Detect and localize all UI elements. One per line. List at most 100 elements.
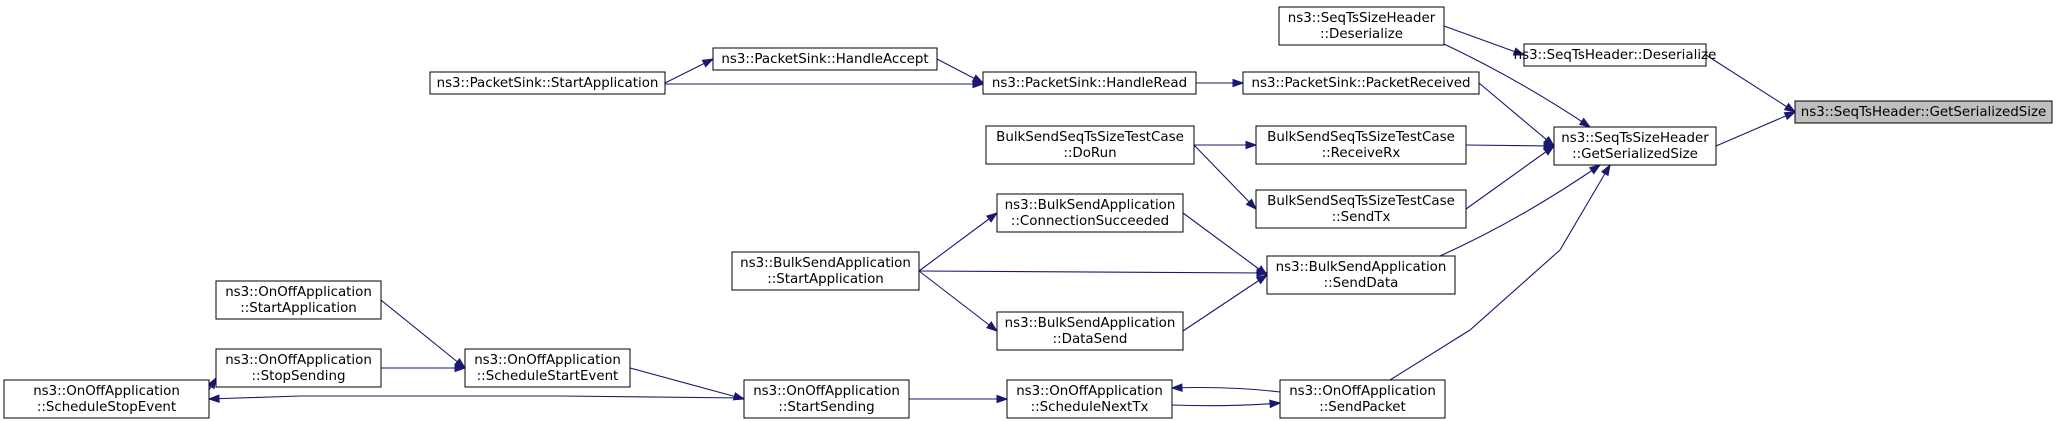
node-packetsink-startapplication[interactable]: ns3::PacketSink::StartApplication <box>429 71 666 95</box>
node-onoffapplication-startsending[interactable]: ns3::OnOffApplication::StartSending <box>743 379 910 419</box>
node-box <box>3 379 210 419</box>
node-label-line: ns3::SeqTsHeader::Deserialize <box>1514 48 1717 63</box>
edge-tc_sendtx-to-seqtssize_getsize <box>1465 145 1556 210</box>
node-label-line: ns3::OnOffApplication <box>225 285 372 300</box>
node-bulksendapplication-connectionsucceeded[interactable]: ns3::BulkSendApplication::ConnectionSucc… <box>996 193 1184 233</box>
edge-line <box>1439 164 1601 257</box>
edge-line <box>1171 402 1281 407</box>
node-label-line: ::StopSending <box>252 369 346 384</box>
edge-oo_schedstop-to-oo_stopsending <box>206 376 217 391</box>
node-box <box>982 71 1197 95</box>
node-packetsink-packetreceived[interactable]: ns3::PacketSink::PacketReceived <box>1242 71 1480 95</box>
edge-line <box>1182 212 1268 276</box>
node-box <box>1523 43 1707 67</box>
node-box <box>996 311 1184 351</box>
node-label-line: ns3::SeqTsHeader::GetSerializedSize <box>1801 105 2046 120</box>
edge-bs_connsucc-to-bs_senddata <box>1182 212 1269 276</box>
node-label-line: ns3::OnOffApplication <box>474 353 621 368</box>
node-onoffapplication-schedulenexttx[interactable]: ns3::OnOffApplication::ScheduleNextTx <box>1006 379 1173 419</box>
edge-line <box>208 395 745 400</box>
node-seqtsheader-getserializedsize[interactable]: ns3::SeqTsHeader::GetSerializedSize <box>1794 100 2053 124</box>
node-box <box>985 125 1195 165</box>
node-bulksendapplication-datasend[interactable]: ns3::BulkSendApplication::DataSend <box>996 311 1184 351</box>
node-box <box>1266 255 1456 295</box>
node-label-line: ns3::BulkSendApplication <box>1276 260 1447 275</box>
edge-oo_schedstart-to-oo_startsending <box>629 367 746 401</box>
node-seqtssizeheader-getserializedsize[interactable]: ns3::SeqTsSizeHeader::GetSerializedSize <box>1553 126 1717 166</box>
node-packetsink-handleaccept[interactable]: ns3::PacketSink::HandleAccept <box>712 47 938 71</box>
node-onoffapplication-schedulestartevent[interactable]: ns3::OnOffApplication::ScheduleStartEven… <box>464 348 631 388</box>
node-label-line: ::SendTx <box>1332 210 1391 225</box>
node-label-line: ns3::PacketSink::PacketReceived <box>1251 76 1470 91</box>
edge-oo_startsending-to-oo_schednext <box>909 394 1009 404</box>
edge-seqts_deser-to-root <box>1705 54 1797 113</box>
arrowhead-icon <box>1255 265 1269 276</box>
edge-line <box>629 367 745 400</box>
edge-tc_dorun-to-tc_receiverx <box>1194 140 1258 150</box>
node-label-line: ns3::PacketSink::StartApplication <box>437 76 659 91</box>
edge-oo_schednext-to-oo_sendpacket <box>1171 399 1282 409</box>
edge-line <box>1443 43 1591 128</box>
node-label-line: ::ConnectionSucceeded <box>1011 214 1169 229</box>
edge-line <box>1705 54 1796 113</box>
arrowhead-icon <box>206 376 217 390</box>
node-box <box>712 47 938 71</box>
node-label-line: ::StartApplication <box>767 272 884 287</box>
node-label-line: ns3::BulkSendApplication <box>1005 316 1176 331</box>
edge-sink_received-to-seqtssize_getsize <box>1478 82 1556 147</box>
arrowhead-icon <box>1512 47 1526 56</box>
node-bulksendseqtssizetestcase-receiverx[interactable]: BulkSendSeqTsSizeTestCase::ReceiveRx <box>1255 125 1467 165</box>
node-bulksendapplication-senddata[interactable]: ns3::BulkSendApplication::SendData <box>1266 255 1456 295</box>
edge-sink_start-to-sink_read <box>665 79 985 89</box>
node-box <box>215 280 382 320</box>
node-onoffapplication-stopsending[interactable]: ns3::OnOffApplication::StopSending <box>215 348 382 388</box>
node-label-line: ::DoRun <box>1063 146 1116 161</box>
node-bulksendseqtssizetestcase-sendtx[interactable]: BulkSendSeqTsSizeTestCase::SendTx <box>1255 189 1467 229</box>
node-label-line: ns3::PacketSink::HandleAccept <box>721 52 928 67</box>
edge-bs_start-to-bs_connsucc <box>918 212 999 272</box>
arrowhead-icon <box>1170 383 1183 392</box>
edge-line <box>380 299 466 369</box>
node-bulksendapplication-startapplication[interactable]: ns3::BulkSendApplication::StartApplicati… <box>731 251 920 291</box>
node-bulksendseqtssizetestcase-dorun[interactable]: BulkSendSeqTsSizeTestCase::DoRun <box>985 125 1195 165</box>
edge-seqtssize_deser-to-seqtssize_getsize <box>1443 43 1592 128</box>
edge-line <box>1715 111 1796 147</box>
node-box <box>1242 71 1480 95</box>
node-seqtsheader-deserialize[interactable]: ns3::SeqTsHeader::Deserialize <box>1514 43 1717 67</box>
arrowhead-icon <box>996 394 1009 404</box>
node-box <box>731 251 920 291</box>
node-label-line: ::DataSend <box>1053 332 1128 347</box>
node-label-line: ::Deserialize <box>1320 27 1403 42</box>
edge-line <box>1193 144 1257 210</box>
edge-line <box>918 270 998 332</box>
edge-tc_dorun-to-tc_sendtx <box>1193 144 1258 211</box>
arrowhead-icon <box>1245 198 1258 211</box>
node-label-line: ::SendData <box>1324 276 1399 291</box>
node-onoffapplication-sendpacket[interactable]: ns3::OnOffApplication::SendPacket <box>1279 379 1446 419</box>
node-onoffapplication-schedulestopevent[interactable]: ns3::OnOffApplication::ScheduleStopEvent <box>3 379 210 419</box>
node-box <box>429 71 666 95</box>
node-packetsink-handleread[interactable]: ns3::PacketSink::HandleRead <box>982 71 1197 95</box>
node-seqtssizeheader-deserialize[interactable]: ns3::SeqTsSizeHeader::Deserialize <box>1278 6 1445 46</box>
edge-bs_start-to-bs_senddata <box>918 268 1269 278</box>
node-label-line: ::StartApplication <box>240 301 357 316</box>
edge-oo_sendpacket-to-seqtssize_getsize <box>1389 163 1611 381</box>
arrowhead-icon <box>1783 111 1797 121</box>
edge-oo_startsending-to-oo_schedstop <box>207 394 745 403</box>
node-label-line: BulkSendSeqTsSizeTestCase <box>1267 194 1455 209</box>
node-label-line: ::StartSending <box>778 400 874 415</box>
edge-line <box>1465 144 1555 147</box>
node-box <box>1255 189 1467 229</box>
arrowhead-icon <box>986 321 999 332</box>
edge-sink_read-to-sink_received <box>1196 78 1245 88</box>
edge-bs_start-to-bs_datasend <box>918 270 999 332</box>
arrowhead-icon <box>1600 163 1611 177</box>
node-box <box>743 379 910 419</box>
arrowhead-icon <box>701 58 715 68</box>
edge-line <box>1171 386 1281 393</box>
node-onoffapplication-startapplication[interactable]: ns3::OnOffApplication::StartApplication <box>215 280 382 320</box>
node-label-line: ::ScheduleStopEvent <box>37 400 176 415</box>
arrowhead-icon <box>1269 399 1282 409</box>
edge-sink_accept-to-sink_read <box>936 58 985 84</box>
